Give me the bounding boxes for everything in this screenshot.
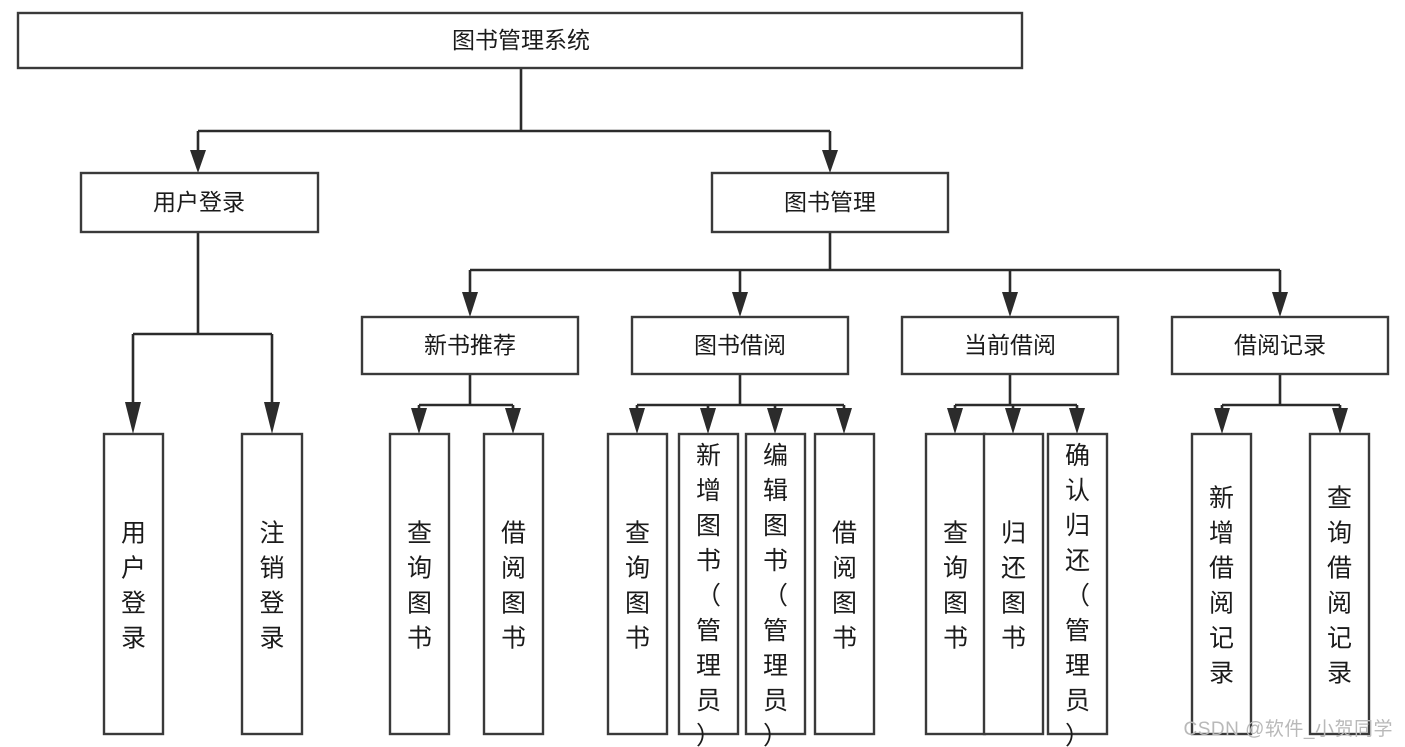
leaf-confirm-return-admin-label: 确认归还（管理员）	[1065, 442, 1090, 747]
node-root-system-label: 图书管理系统	[452, 27, 590, 53]
node-user-login-box[interactable]	[79, 171, 320, 234]
leaf-borrow-book-1[interactable]	[482, 432, 545, 736]
arrow-leaf-add-book	[700, 408, 716, 434]
node-root-system[interactable]: 图书管理系统	[16, 11, 1024, 70]
leaf-confirm-return-admin-box[interactable]	[1046, 432, 1109, 736]
leaf-borrow-book-2-label: 借阅图书	[832, 519, 857, 652]
leaf-add-book-admin-box[interactable]	[677, 432, 740, 736]
node-book-manage-box[interactable]	[710, 171, 950, 234]
leaf-add-borrow-record-label: 新增借阅记录	[1209, 484, 1234, 687]
leaf-query-book-3-box[interactable]	[924, 432, 987, 736]
node-new-book-recommend-label: 新书推荐	[424, 332, 516, 358]
leaf-logout-login-label: 注销登录	[259, 519, 284, 652]
node-borrow-record[interactable]: 借阅记录	[1170, 315, 1390, 376]
node-book-manage-label: 图书管理	[784, 189, 876, 215]
arrow-to-current-borrow	[1002, 292, 1018, 317]
leaf-add-borrow-record-box[interactable]	[1190, 432, 1253, 736]
leaf-query-book-2-box[interactable]	[606, 432, 669, 736]
arrow-to-user-login	[190, 150, 206, 173]
leaf-query-borrow-record[interactable]	[1308, 432, 1371, 736]
leaf-query-book-1[interactable]	[388, 432, 451, 736]
node-user-login[interactable]: 用户登录	[79, 171, 320, 234]
leaf-query-book-2-label: 查询图书	[625, 519, 650, 652]
leaf-confirm-return-admin[interactable]	[1046, 432, 1109, 736]
leaf-query-borrow-record-box[interactable]	[1308, 432, 1371, 736]
node-current-borrow-label: 当前借阅	[964, 332, 1056, 358]
arrow-leaf-logout	[264, 402, 280, 434]
arrow-leaf-query-book-1	[411, 408, 427, 434]
leaf-add-borrow-record[interactable]	[1190, 432, 1253, 736]
node-book-borrow-label: 图书借阅	[694, 332, 786, 358]
leaf-return-book-box[interactable]	[982, 432, 1045, 736]
leaf-logout-login[interactable]	[240, 432, 304, 736]
leaf-edit-book-admin-box[interactable]	[744, 432, 807, 736]
leaf-borrow-book-1-label: 借阅图书	[501, 519, 526, 652]
node-book-manage[interactable]: 图书管理	[710, 171, 950, 234]
leaf-add-book-admin-label: 新增图书（管理员）	[696, 442, 721, 747]
leaf-borrow-book-2[interactable]	[813, 432, 876, 736]
leaf-borrow-book-2-box[interactable]	[813, 432, 876, 736]
arrow-leaf-borrow-book-2	[836, 408, 852, 434]
leaf-query-book-1-box[interactable]	[388, 432, 451, 736]
node-book-borrow[interactable]: 图书借阅	[630, 315, 850, 376]
node-user-login-label: 用户登录	[153, 189, 245, 215]
leaf-labels-group: 用户登录 注销登录 查询图书 借阅图书 查询图书 新增图书（管理员） 编辑图书（管理员） 借阅…	[121, 442, 1352, 747]
arrow-leaf-return-book	[1005, 408, 1021, 434]
leaf-user-login-label: 用户登录	[121, 519, 146, 652]
leaf-user-login[interactable]	[102, 432, 165, 736]
leaf-return-book-label: 归还图书	[1001, 519, 1026, 652]
arrow-leaf-query-book-3	[947, 408, 963, 434]
node-current-borrow[interactable]: 当前借阅	[900, 315, 1120, 376]
arrow-leaf-query-book-2	[629, 408, 645, 434]
arrow-leaf-borrow-book-1	[505, 408, 521, 434]
arrow-to-book-manage	[822, 150, 838, 173]
leaf-query-book-3[interactable]	[924, 432, 987, 736]
leaf-logout-login-box[interactable]	[240, 432, 304, 736]
node-new-book-recommend-box[interactable]	[360, 315, 580, 376]
node-borrow-record-label: 借阅记录	[1234, 332, 1326, 358]
arrow-leaf-add-record	[1214, 408, 1230, 434]
arrow-to-book-borrow	[732, 292, 748, 317]
node-borrow-record-box[interactable]	[1170, 315, 1390, 376]
arrow-leaf-edit-book	[767, 408, 783, 434]
leaf-query-book-1-label: 查询图书	[407, 519, 432, 652]
leaf-borrow-book-1-box[interactable]	[482, 432, 545, 736]
leaf-edit-book-admin[interactable]	[744, 432, 807, 736]
node-book-borrow-box[interactable]	[630, 315, 850, 376]
arrow-leaf-confirm-return	[1069, 408, 1085, 434]
leaf-query-book-2[interactable]	[606, 432, 669, 736]
node-new-book-recommend[interactable]: 新书推荐	[360, 315, 580, 376]
leaf-user-login-box[interactable]	[102, 432, 165, 736]
arrow-leaf-query-record	[1332, 408, 1348, 434]
arrow-leaf-user-login	[125, 402, 141, 434]
leaf-return-book[interactable]	[982, 432, 1045, 736]
arrow-to-borrow-record	[1272, 292, 1288, 317]
arrow-to-new-book	[462, 292, 478, 317]
node-root-system-box[interactable]	[16, 11, 1024, 70]
leaf-query-book-3-label: 查询图书	[943, 519, 968, 652]
connectors-group	[125, 68, 1348, 434]
leaf-add-book-admin[interactable]	[677, 432, 740, 736]
leaf-edit-book-admin-label: 编辑图书（管理员）	[763, 442, 788, 747]
leaf-query-borrow-record-label: 查询借阅记录	[1327, 484, 1352, 687]
node-current-borrow-box[interactable]	[900, 315, 1120, 376]
